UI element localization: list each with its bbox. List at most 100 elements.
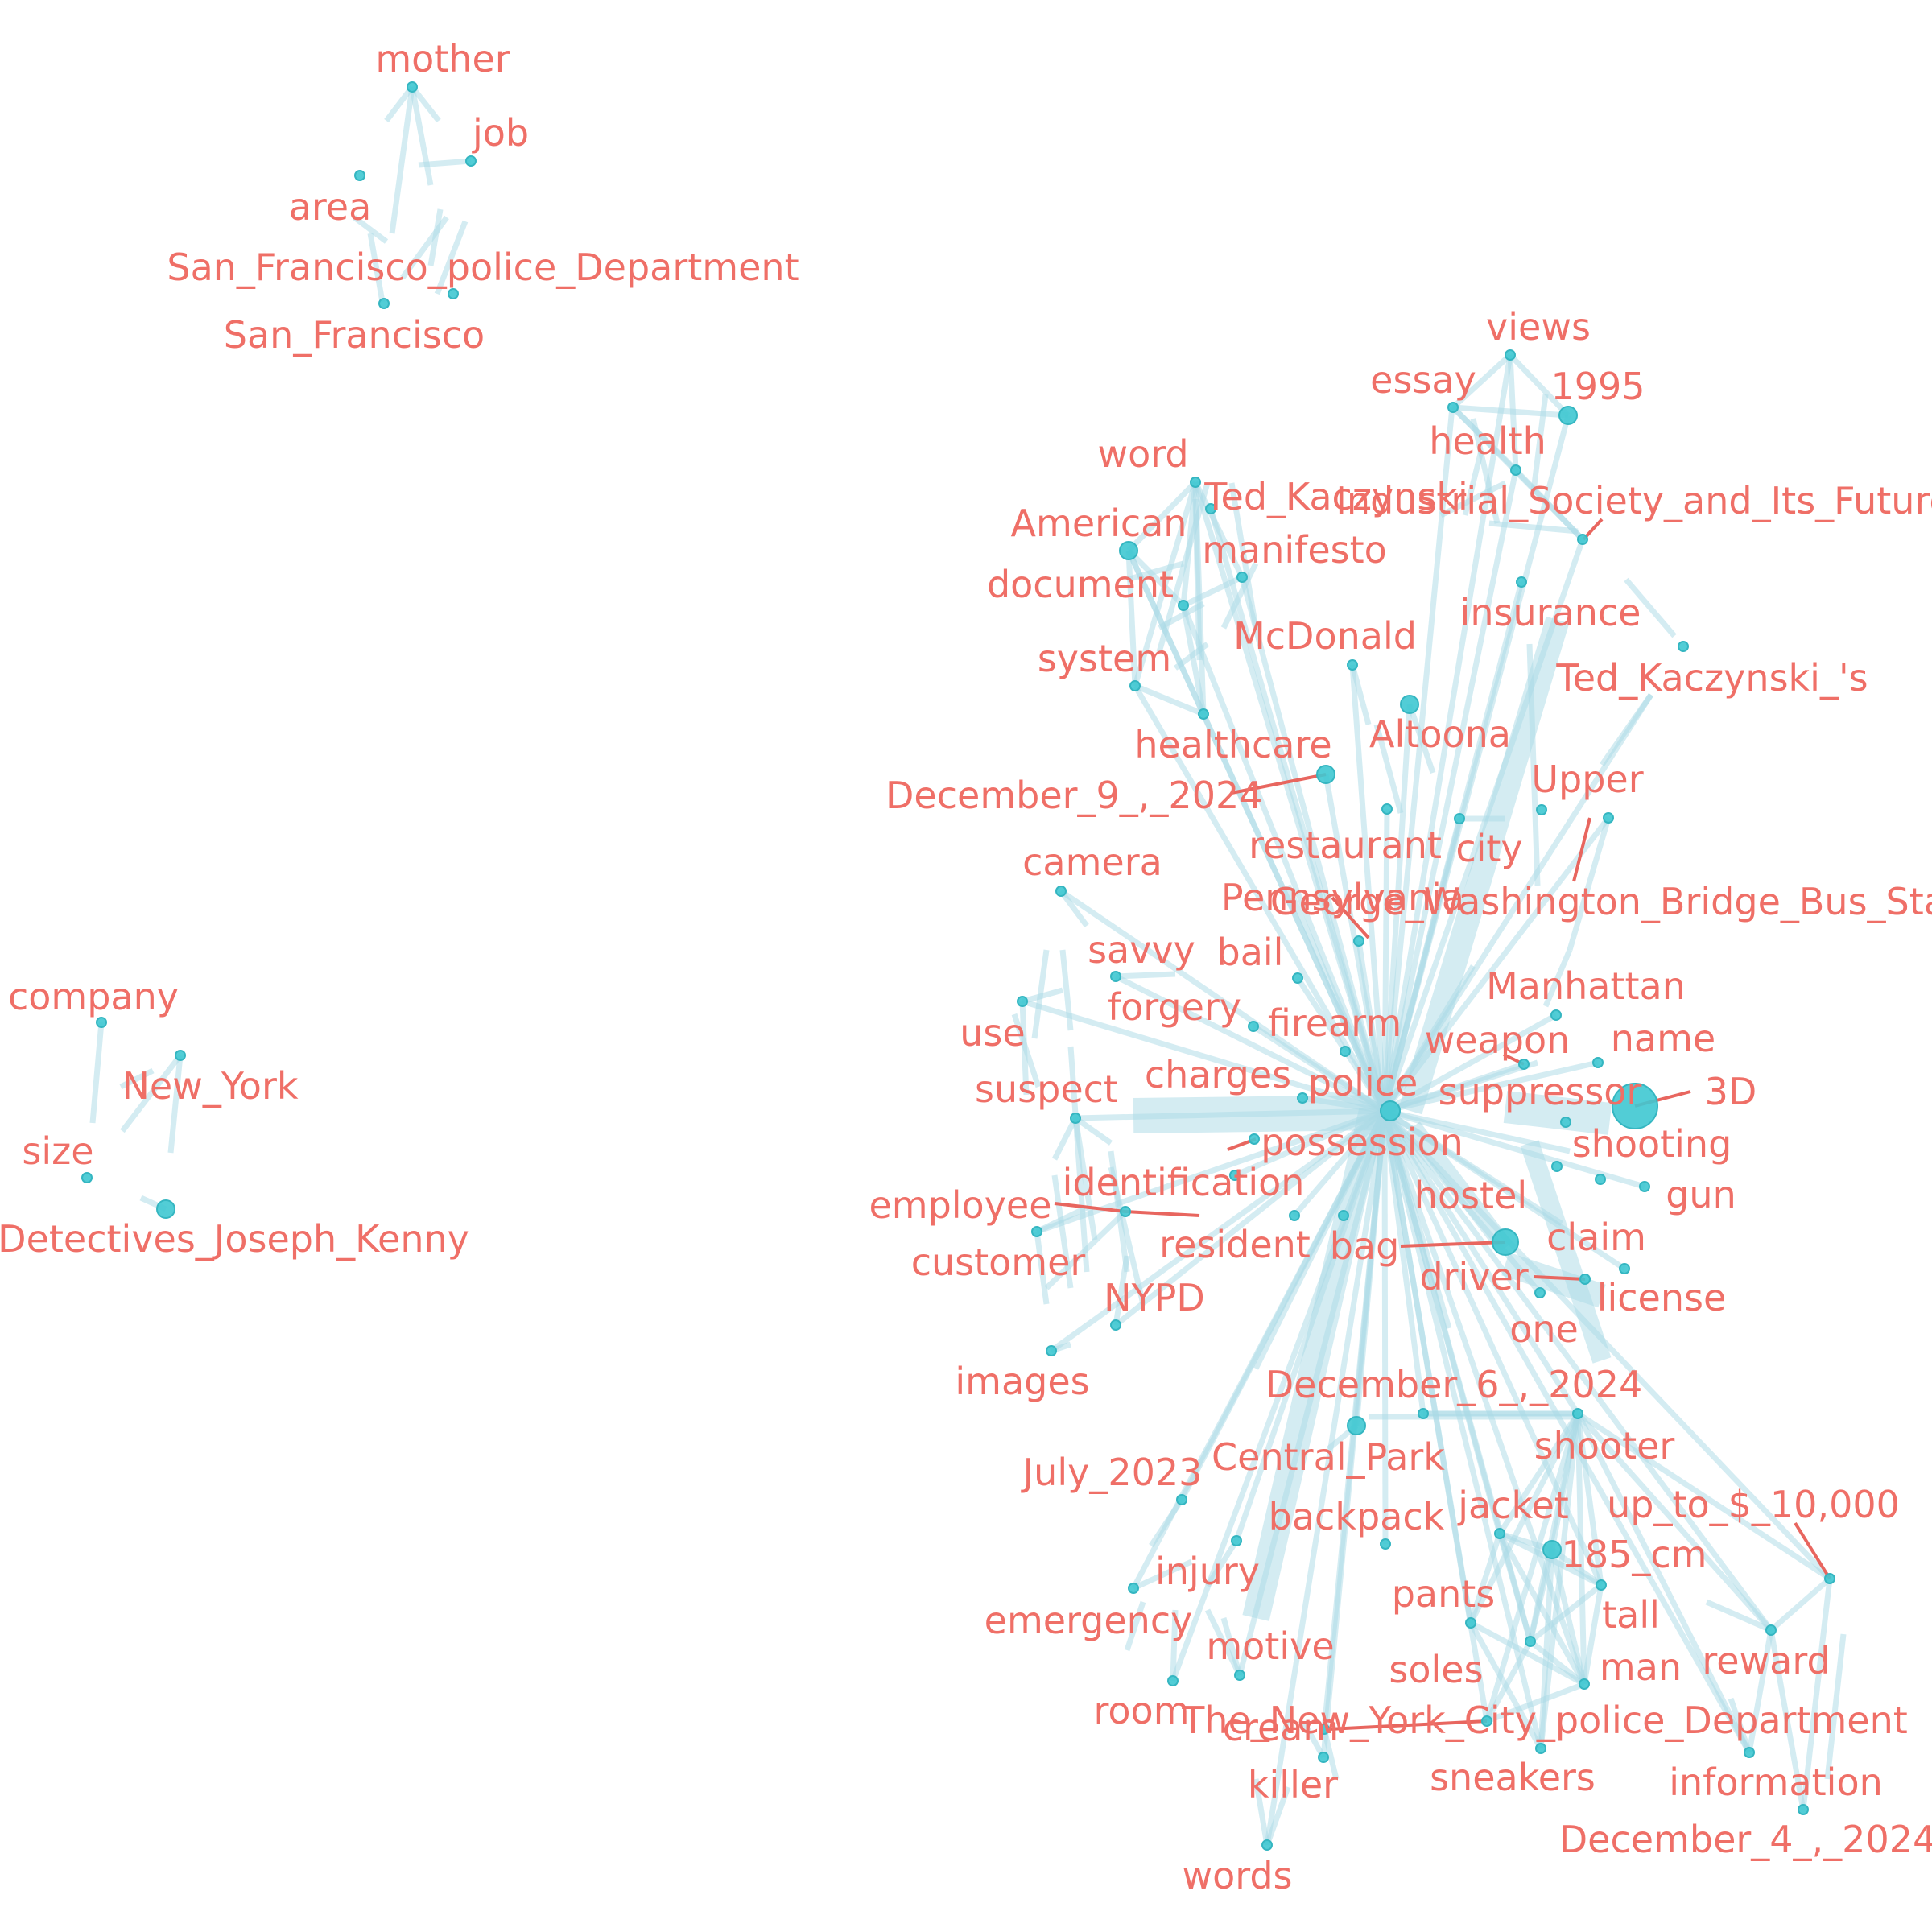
node-tall[interactable] (1596, 1579, 1607, 1591)
node-dec4[interactable] (1798, 1804, 1809, 1815)
node-dec9[interactable] (1316, 765, 1335, 784)
node-teds[interactable] (1678, 641, 1689, 652)
node-altoona[interactable] (1400, 695, 1419, 714)
node-shooting[interactable] (1595, 1174, 1606, 1185)
node-pants[interactable] (1465, 1617, 1476, 1629)
node-charges[interactable] (1297, 1092, 1308, 1104)
node-bail[interactable] (1292, 972, 1303, 984)
node-license[interactable] (1619, 1263, 1630, 1274)
node-label-gun: gun (1666, 1173, 1736, 1216)
node-emergency[interactable] (1128, 1583, 1139, 1594)
node-one[interactable] (1534, 1287, 1546, 1298)
graph-edge (1114, 973, 1386, 1114)
node-manhattan[interactable] (1550, 1009, 1562, 1021)
node-sneakers[interactable] (1535, 1743, 1546, 1754)
node-area[interactable] (354, 170, 365, 181)
node-room[interactable] (1167, 1675, 1179, 1686)
node-word[interactable] (1190, 477, 1201, 488)
node-firearm[interactable] (1340, 1046, 1351, 1057)
node-document[interactable] (1178, 600, 1189, 611)
graph-edge (1233, 1108, 1386, 1179)
node-label-upper: Upper (1531, 758, 1643, 801)
node-images[interactable] (1046, 1345, 1057, 1356)
node-shooter[interactable] (1572, 1408, 1583, 1419)
graph-edge (1462, 450, 1484, 516)
node-employee[interactable] (1229, 1170, 1241, 1181)
node-weapon[interactable] (1518, 1059, 1530, 1070)
graph-edge (1301, 1721, 1327, 1759)
node-camera[interactable] (1055, 886, 1067, 897)
node-sf[interactable] (378, 298, 390, 309)
node-injury[interactable] (1231, 1535, 1242, 1546)
node-motive[interactable] (1234, 1670, 1245, 1681)
node-nycpd[interactable] (1481, 1715, 1492, 1727)
node-cm185[interactable] (1542, 1540, 1562, 1559)
node-label-police: police (1308, 1061, 1418, 1104)
node-killer[interactable] (1318, 1752, 1329, 1763)
node-isf[interactable] (1577, 534, 1588, 545)
node-mother[interactable] (407, 81, 418, 93)
node-newyork[interactable] (175, 1050, 186, 1061)
node-police[interactable] (1380, 1100, 1401, 1121)
node-claim[interactable] (1492, 1228, 1519, 1256)
node-job[interactable] (465, 155, 477, 167)
node-label-manhattan: Manhattan (1486, 964, 1686, 1008)
node-customer[interactable] (1031, 1226, 1042, 1237)
node-ted[interactable] (1205, 503, 1216, 514)
node-upto10k[interactable] (1824, 1573, 1835, 1584)
node-label-pants: pants (1392, 1572, 1496, 1616)
node-gwb[interactable] (1536, 804, 1547, 815)
node-hostel[interactable] (1551, 1161, 1563, 1172)
node-pennsylvania[interactable] (1353, 935, 1364, 947)
node-nypd[interactable] (1110, 1319, 1121, 1331)
node-label-y1995: 1995 (1550, 365, 1645, 408)
node-label-health: health (1429, 419, 1546, 463)
node-man[interactable] (1579, 1678, 1590, 1690)
node-american[interactable] (1119, 541, 1138, 560)
node-bag[interactable] (1338, 1210, 1349, 1221)
node-label-forgery: forgery (1108, 985, 1241, 1029)
node-words[interactable] (1261, 1839, 1273, 1851)
node-savvy[interactable] (1110, 971, 1121, 982)
node-kenny[interactable] (156, 1199, 175, 1219)
node-d3[interactable] (1612, 1083, 1658, 1129)
node-company[interactable] (96, 1017, 107, 1028)
node-system[interactable] (1129, 680, 1141, 691)
node-mcdonald[interactable] (1347, 659, 1358, 671)
node-healthcare[interactable] (1198, 708, 1209, 720)
node-size[interactable] (81, 1172, 93, 1183)
node-cream[interactable] (1319, 1724, 1330, 1735)
graph-edge (384, 85, 415, 123)
node-use[interactable] (1017, 996, 1028, 1007)
node-label-dec6: December_6_,_2024 (1265, 1363, 1643, 1406)
node-y1995[interactable] (1558, 406, 1578, 425)
node-upper[interactable] (1603, 812, 1614, 824)
node-manifesto[interactable] (1236, 572, 1248, 583)
node-dec6[interactable] (1418, 1408, 1429, 1419)
node-health[interactable] (1510, 464, 1521, 476)
node-soles[interactable] (1525, 1636, 1536, 1647)
node-driver[interactable] (1579, 1274, 1591, 1285)
node-label-killer: killer (1248, 1763, 1338, 1806)
node-reward[interactable] (1765, 1624, 1777, 1636)
node-name[interactable] (1592, 1057, 1604, 1068)
node-forgery[interactable] (1248, 1021, 1259, 1032)
node-insurance[interactable] (1516, 576, 1527, 588)
node-essay[interactable] (1447, 402, 1459, 413)
graph-edge (410, 85, 441, 123)
node-sfpd[interactable] (448, 288, 459, 299)
node-resident[interactable] (1289, 1210, 1300, 1221)
node-city[interactable] (1454, 813, 1465, 824)
node-identification[interactable] (1120, 1206, 1131, 1217)
node-jacket[interactable] (1494, 1528, 1505, 1539)
node-gun[interactable] (1639, 1181, 1650, 1192)
node-suppressor[interactable] (1560, 1117, 1571, 1128)
node-views[interactable] (1505, 349, 1516, 361)
node-suspect[interactable] (1070, 1113, 1081, 1124)
node-centralpark[interactable] (1347, 1416, 1366, 1435)
node-restaurant[interactable] (1381, 803, 1393, 815)
node-information[interactable] (1744, 1747, 1755, 1758)
node-possession[interactable] (1249, 1133, 1260, 1145)
node-backpack[interactable] (1380, 1538, 1391, 1550)
node-july2023[interactable] (1176, 1494, 1187, 1505)
